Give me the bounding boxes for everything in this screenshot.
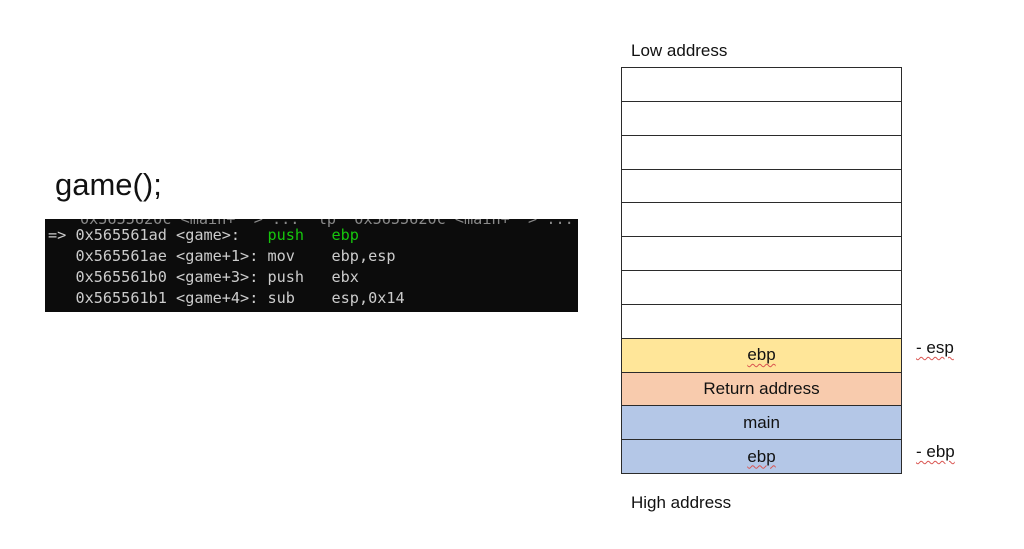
stack-slot-empty [621, 270, 902, 305]
disassembly-line: 0x565561ae <game+1>: mov ebp,esp [48, 246, 396, 267]
instruction-args: ebp [331, 226, 359, 244]
high-address-label: High address [631, 493, 732, 512]
stack-slot-main: main [621, 405, 902, 441]
instruction-symbol: <game>: [176, 226, 241, 244]
stack-slot-empty [621, 67, 902, 102]
stack-slot-pushed-ebp: ebp [621, 337, 902, 373]
instruction-opcode: push [267, 268, 305, 286]
instruction-args: ebp,esp [331, 247, 396, 265]
current-instruction-marker: => [48, 226, 67, 244]
instruction-args: esp,0x14 [331, 289, 405, 307]
stack-slot-empty [621, 168, 902, 204]
stack-diagram: ebp Return address main ebp [621, 67, 902, 475]
stack-slot-empty [621, 236, 902, 272]
stack-slot-label: ebp [747, 446, 776, 466]
stack-slot-main-ebp: ebp [621, 439, 902, 475]
instruction-symbol: <game+1>: [176, 247, 259, 265]
instruction-symbol: <game+4>: [176, 289, 259, 307]
stack-slot-empty [621, 202, 902, 238]
instruction-address: 0x565561b1 [75, 289, 167, 307]
disassembly-terminal: 0x5655620c <main+ > ... lp 0x5655620c <m… [45, 219, 578, 312]
stack-slot-empty [621, 303, 902, 339]
low-address-label: Low address [631, 41, 728, 60]
stack-slot-label: ebp [747, 345, 776, 365]
stack-slot-return-address: Return address [621, 371, 902, 407]
stack-slot-label: Return address [703, 379, 820, 399]
instruction-address: 0x565561ae [75, 247, 167, 265]
instruction-address: 0x565561ad [75, 226, 167, 244]
stack-slot-empty [621, 134, 902, 170]
instruction-symbol: <game+3>: [176, 268, 259, 286]
disassembly-line: => 0x565561ad <game>: push ebp [48, 225, 359, 246]
disassembly-line: 0x565561b1 <game+4>: sub esp,0x14 [48, 288, 405, 309]
disassembly-line: 0x565561b0 <game+3>: push ebx [48, 267, 359, 288]
ebp-marker: - ebp [916, 442, 955, 461]
terminal-cut-line: 0x5655620c <main+ > ... lp 0x5655620c <m… [80, 219, 574, 228]
stack-slot-empty [621, 100, 902, 136]
instruction-opcode: push [267, 226, 305, 244]
instruction-opcode: mov [267, 247, 295, 265]
instruction-address: 0x565561b0 [75, 268, 167, 286]
instruction-opcode: sub [267, 289, 295, 307]
function-call-title: game(); [55, 167, 162, 202]
instruction-args: ebx [331, 268, 359, 286]
stack-slot-label: main [743, 412, 780, 432]
esp-marker: - esp [916, 338, 954, 357]
